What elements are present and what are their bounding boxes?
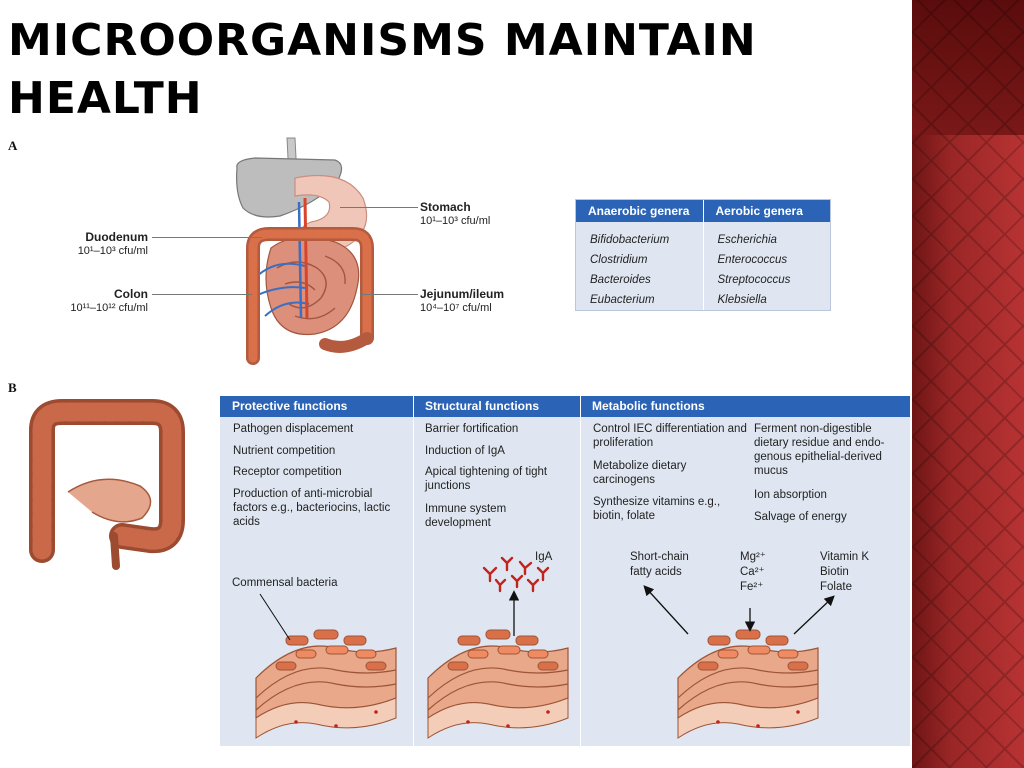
label-duodenum-name: Duodenum: [85, 230, 148, 244]
metabolic-item: Control IEC differentiation and prolifer…: [593, 423, 747, 449]
header-structural: Structural functions: [425, 399, 540, 413]
structural-item: Induction of IgA: [425, 445, 505, 457]
leader-duodenum: [152, 237, 262, 238]
leader-stomach: [340, 207, 418, 208]
structural-item: Apical tightening of tight junctions: [425, 466, 548, 492]
label-jejunum: Jejunum/ileum 10⁴–10⁷ cfu/ml: [420, 287, 504, 315]
genus-item: Clostridium: [590, 254, 648, 266]
protective-item: Nutrient competition: [233, 445, 336, 457]
metabolic-item: Salvage of energy: [754, 511, 847, 523]
slide-title: MICROORGANISMS MAINTAIN HEALTH: [8, 12, 908, 128]
label-stomach-name: Stomach: [420, 200, 471, 214]
label-stomach: Stomach 10¹–10³ cfu/ml: [420, 200, 490, 228]
genera-table: Anaerobic genera Aerobic genera Bifidoba…: [575, 199, 831, 311]
genus-item: Eubacterium: [590, 294, 655, 306]
gi-tract-illustration: [236, 137, 374, 365]
functions-panel: Protective functions Structural function…: [220, 396, 910, 746]
column-divider: [413, 396, 414, 746]
label-colon-name: Colon: [114, 287, 148, 301]
protective-item: Receptor competition: [233, 466, 342, 478]
genus-item: Streptococcus: [717, 274, 791, 286]
label-colon: Colon 10¹¹–10¹² cfu/ml: [40, 287, 148, 315]
genus-item: Enterococcus: [717, 254, 788, 266]
label-jejunum-count: 10⁴–10⁷ cfu/ml: [420, 302, 492, 314]
label-duodenum-count: 10¹–10³ cfu/ml: [77, 245, 148, 257]
column-divider: [580, 396, 581, 746]
functions-header: Protective functions Structural function…: [220, 396, 910, 417]
anaerobic-column: Bifidobacterium Clostridium Bacteroides …: [576, 222, 703, 310]
side-bar-cap: [912, 0, 1024, 135]
genus-item: Bifidobacterium: [590, 234, 670, 246]
metabolic-item: Ion absorption: [754, 489, 827, 501]
decorative-side-bar: [912, 0, 1024, 768]
label-duodenum: Duodenum 10¹–10³ cfu/ml: [50, 230, 148, 258]
genus-item: Escherichia: [717, 234, 777, 246]
label-folate: Folate: [820, 581, 852, 593]
genus-item: Klebsiella: [717, 294, 767, 306]
metabolic-item: Metabolize dietary carcinogens: [593, 460, 687, 486]
header-metabolic: Metabolic functions: [592, 399, 705, 413]
label-magnesium: Mg²⁺: [740, 551, 766, 563]
label-calcium: Ca²⁺: [740, 566, 765, 578]
label-biotin: Biotin: [820, 566, 849, 578]
colon-illustration: [29, 399, 185, 570]
genus-item: Bacteroides: [590, 274, 651, 286]
label-stomach-count: 10¹–10³ cfu/ml: [420, 215, 491, 227]
genera-table-header: Anaerobic genera Aerobic genera: [576, 200, 830, 222]
label-short-chain-fatty-acids: Short-chain fatty acids: [630, 551, 689, 578]
tissue-graphics: [255, 556, 835, 739]
header-anaerobic: Anaerobic genera: [588, 204, 690, 218]
slide-title-line-1: MICROORGANISMS MAINTAIN: [8, 15, 757, 66]
structural-item: Immune system development: [425, 503, 507, 529]
label-jejunum-name: Jejunum/ileum: [420, 287, 505, 301]
label-colon-count: 10¹¹–10¹² cfu/ml: [70, 302, 148, 314]
leader-jejunum: [360, 294, 418, 295]
figure-letter-b: B: [8, 380, 17, 395]
metabolic-item: Synthesize vitamins e.g., biotin, folate: [593, 496, 721, 522]
structural-item: Barrier fortification: [425, 423, 519, 435]
label-iron: Fe²⁺: [740, 581, 764, 593]
label-commensal-bacteria: Commensal bacteria: [232, 577, 338, 589]
metabolic-item: Ferment non-digestible dietary residue a…: [754, 423, 885, 477]
protective-item: Pathogen displacement: [233, 423, 354, 435]
header-protective: Protective functions: [232, 399, 348, 413]
leader-colon: [152, 294, 252, 295]
aerobic-column: Escherichia Enterococcus Streptococcus K…: [702, 222, 831, 310]
header-aerobic: Aerobic genera: [702, 200, 831, 222]
protective-item: Production of anti-microbial factors e.g…: [233, 488, 391, 528]
slide-title-line-2: HEALTH: [8, 73, 203, 124]
label-vitamin-k: Vitamin K: [820, 551, 870, 563]
side-bar-pattern: [912, 0, 1024, 768]
figure-letter-a: A: [8, 138, 18, 153]
label-iga: IgA: [535, 551, 553, 563]
